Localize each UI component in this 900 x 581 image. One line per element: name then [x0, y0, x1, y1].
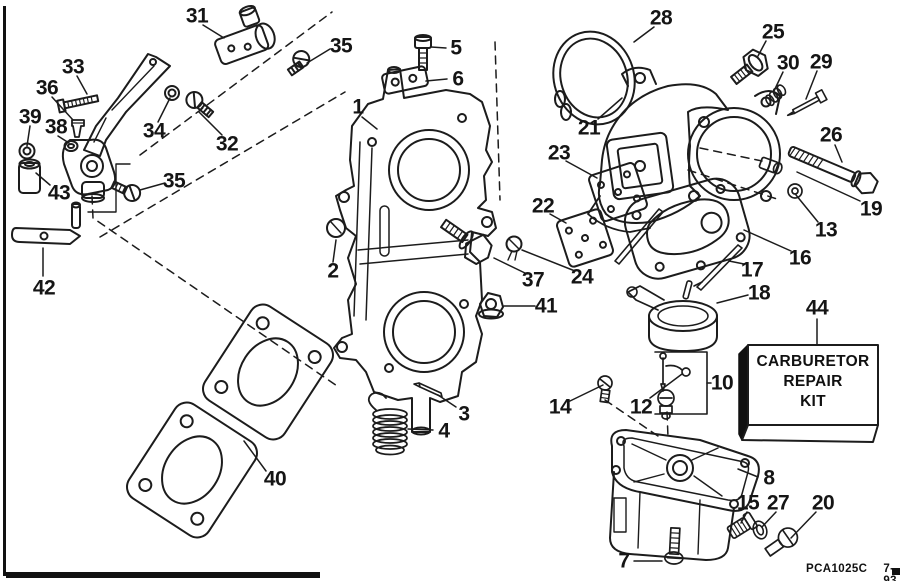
part-21-cover: [587, 66, 781, 233]
callout-25: 25: [761, 20, 785, 44]
part-28-gasket: [552, 30, 636, 126]
part-36-needle-valve: [71, 119, 85, 138]
repair-kit-text: CARBURETOR REPAIR KIT: [748, 352, 878, 412]
part-29-needle-screw: [786, 89, 828, 117]
part-23-plate: [588, 162, 648, 222]
callout-42: 42: [32, 276, 56, 300]
part-13-nut: [787, 183, 803, 199]
callout-2: 2: [327, 259, 339, 283]
bracket-10: [654, 351, 712, 415]
part-20-screw: [764, 527, 799, 557]
part-12-needle-and-seat: [657, 352, 691, 420]
callout-31: 31: [185, 4, 209, 28]
part-37-bolt: [440, 218, 493, 266]
callout-41: 41: [534, 294, 558, 318]
callout-13: 13: [814, 218, 838, 242]
part-30-spring: [765, 84, 787, 107]
part-5-bolt: [414, 34, 432, 71]
part-19-seat: [758, 156, 783, 175]
part-16-gasket: [623, 177, 751, 280]
repair-kit-line-1: CARBURETOR: [756, 353, 870, 370]
part-18-float: [626, 280, 718, 352]
part-6-plate: [381, 65, 429, 95]
callout-6: 6: [452, 67, 464, 91]
repair-kit-line-2: REPAIR: [783, 373, 843, 390]
part-42-lever-bracket: [11, 201, 81, 245]
callout-18: 18: [747, 281, 771, 305]
callout-5: 5: [450, 36, 462, 60]
callout-35a: 35: [329, 34, 353, 58]
part-35-screw-lower: [110, 180, 142, 203]
callout-33: 33: [61, 55, 85, 79]
callout-39: 39: [18, 105, 42, 129]
callout-27: 27: [766, 491, 790, 515]
callout-32: 32: [215, 132, 239, 156]
part-17-rod: [614, 208, 743, 291]
callout-30: 30: [776, 51, 800, 75]
part-38-washer: [63, 140, 79, 152]
part-27-oring: [752, 520, 768, 540]
callout-21: 21: [577, 116, 601, 140]
leader-lines: [26, 24, 861, 562]
callout-4: 4: [438, 419, 450, 443]
part-22-plate: [556, 208, 614, 268]
repair-kit-box: [738, 344, 879, 443]
callout-3: 3: [458, 402, 470, 426]
figure-footer: PCA1025C 7-93: [806, 563, 900, 581]
part-14-screw: [597, 375, 613, 404]
part-1-main-body: [333, 66, 497, 436]
callout-26: 26: [819, 123, 843, 147]
part-35-screw-top: [286, 50, 311, 77]
figure-code: PCA1025C: [806, 563, 868, 575]
callout-34: 34: [142, 119, 166, 143]
page-frame: [3, 6, 900, 578]
callout-40: 40: [263, 467, 287, 491]
part-7-drain-screw: [663, 526, 684, 565]
part-41-nut: [478, 292, 504, 320]
callout-24: 24: [570, 265, 594, 289]
part-24-screw: [505, 235, 523, 261]
callout-8: 8: [763, 466, 775, 490]
callout-36: 36: [35, 76, 59, 100]
figure-date: 7-93: [883, 563, 897, 581]
callout-1: 1: [352, 95, 364, 119]
bracket-lines-42-43: [87, 163, 131, 213]
part-4-spring: [367, 391, 408, 456]
repair-kit-line-3: KIT: [800, 393, 826, 410]
alignment-dashed-lines: [91, 11, 781, 438]
part-32-screw: [185, 90, 215, 119]
callout-20: 20: [811, 491, 835, 515]
callout-19: 19: [859, 197, 883, 221]
callout-28: 28: [649, 6, 673, 30]
callout-37: 37: [521, 268, 545, 292]
callout-44: 44: [805, 296, 829, 320]
part-33-screw: [56, 94, 100, 114]
callout-7: 7: [618, 549, 630, 573]
part-26-bolt: [787, 145, 879, 195]
part-43-bushing: [18, 158, 41, 194]
callout-14: 14: [548, 395, 572, 419]
callout-10: 10: [710, 371, 734, 395]
callout-16: 16: [788, 246, 812, 270]
part-31-roller: [214, 4, 276, 66]
callout-15: 15: [736, 491, 760, 515]
callout-23: 23: [547, 141, 571, 165]
part-2-plug: [326, 218, 346, 238]
part-40-gasket: [126, 303, 334, 539]
callout-43: 43: [47, 181, 71, 205]
callout-35b: 35: [162, 169, 186, 193]
callout-38: 38: [44, 115, 68, 139]
part-25-bolt: [730, 48, 769, 85]
callout-12: 12: [629, 395, 653, 419]
callout-29: 29: [809, 50, 833, 74]
callout-17: 17: [740, 258, 764, 282]
callout-22: 22: [531, 194, 555, 218]
part-34-lever-arm: [61, 53, 180, 203]
